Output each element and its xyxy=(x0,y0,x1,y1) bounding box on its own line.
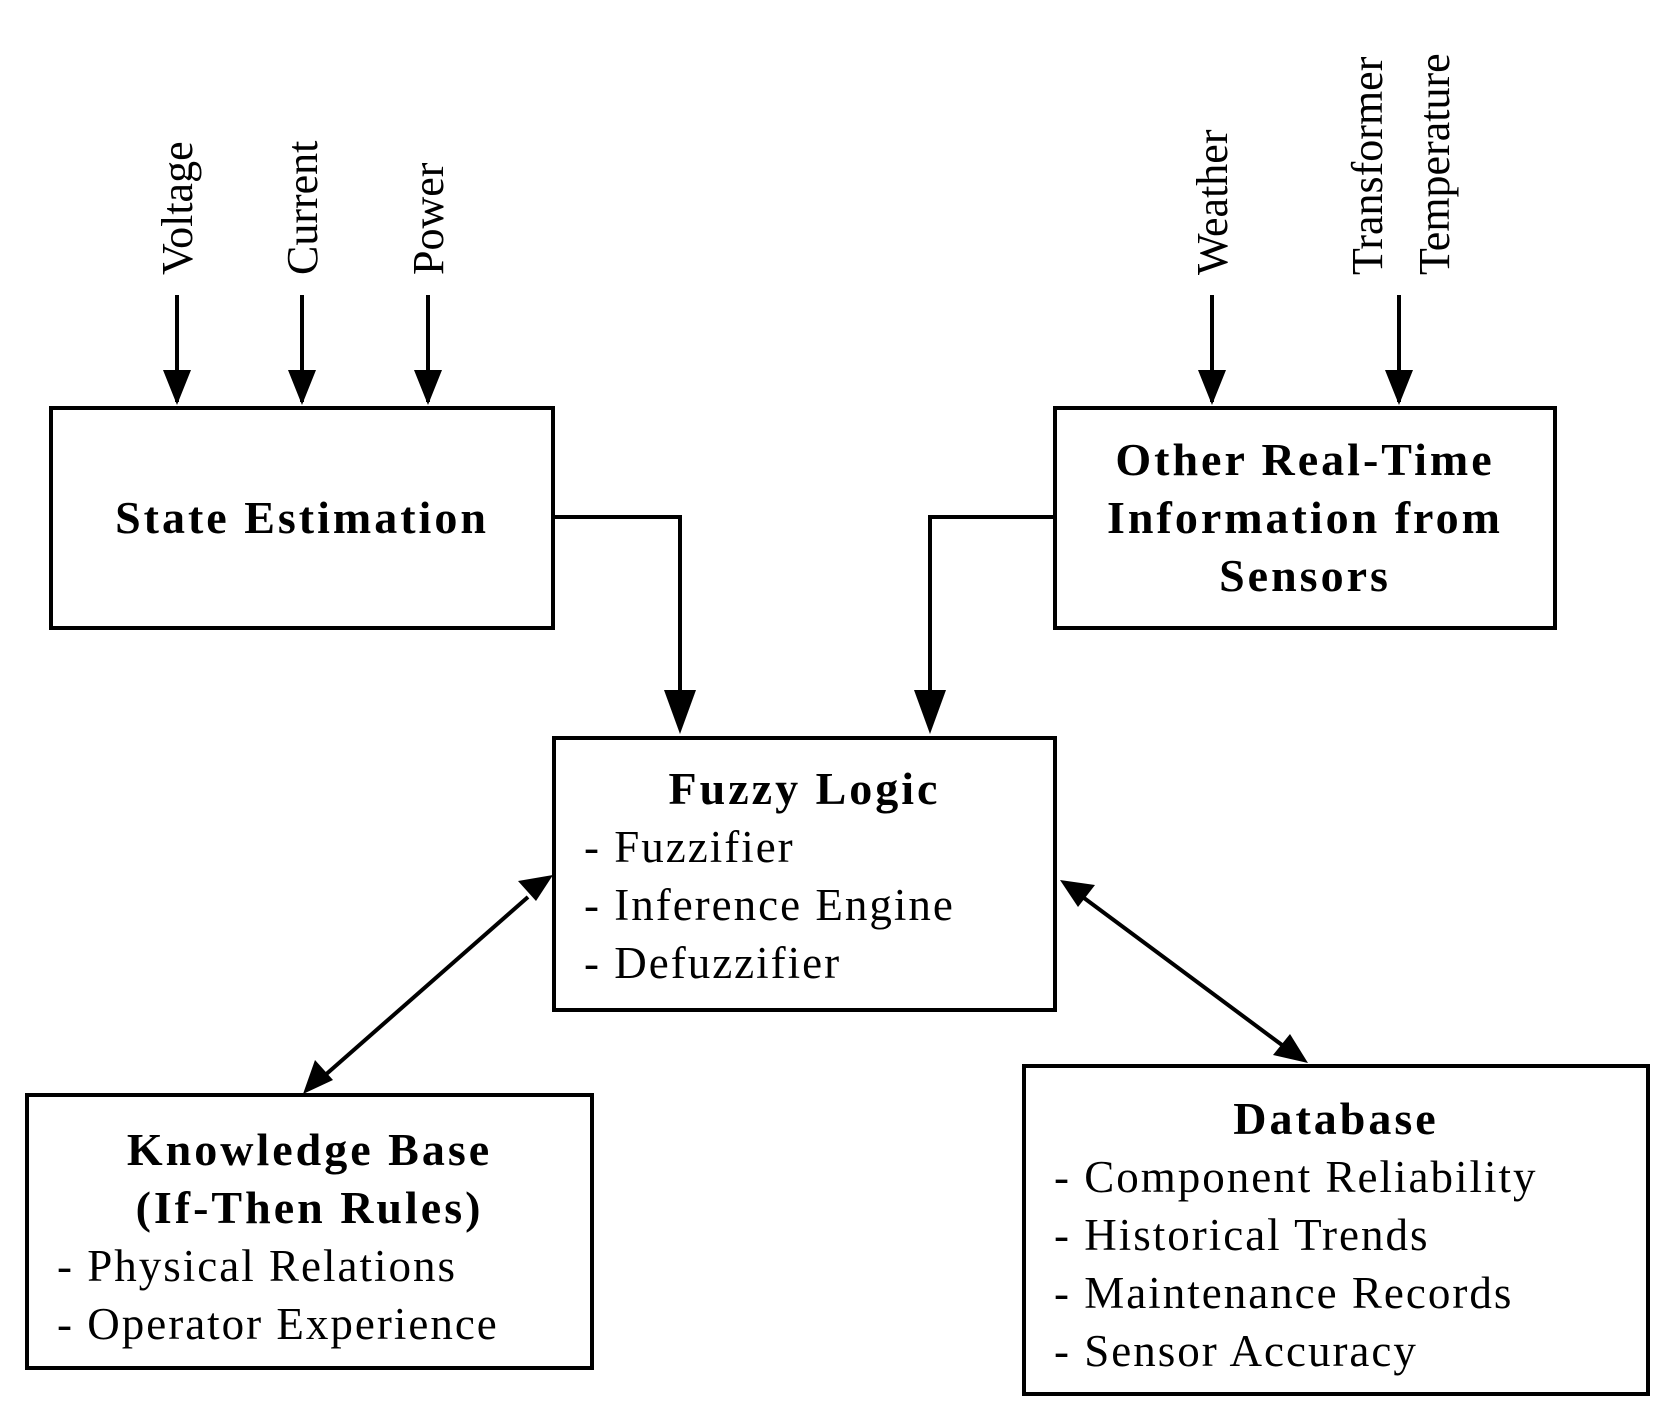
database-box: Database - Component Reliability - Histo… xyxy=(1022,1064,1650,1396)
state-to-fuzzy-arrowhead xyxy=(664,690,696,734)
state-to-fuzzy-connector xyxy=(553,515,682,704)
sensors-title-line-1: Other Real-Time xyxy=(1115,434,1495,485)
knowledge-base-box: Knowledge Base (If-Then Rules) - Physica… xyxy=(25,1093,594,1370)
input-label-temperature: Temperature xyxy=(1410,53,1459,275)
fuzzy-logic-item-inference-engine: - Inference Engine xyxy=(584,880,955,930)
knowledge-base-title-line-2: (If-Then Rules) xyxy=(135,1182,484,1233)
fuzzy-logic-title: Fuzzy Logic xyxy=(668,763,941,814)
fuzzy-knowledge-arrowhead-top xyxy=(518,875,553,901)
database-item-maintenance-records: - Maintenance Records xyxy=(1054,1268,1514,1318)
current-arrowhead xyxy=(288,370,316,405)
knowledge-base-item-operator-experience: - Operator Experience xyxy=(57,1299,499,1349)
power-arrowhead xyxy=(414,370,442,405)
database-item-component-reliability: - Component Reliability xyxy=(1054,1152,1538,1202)
sensors-to-fuzzy-arrowhead xyxy=(914,690,946,734)
fuzzy-knowledge-arrowhead-bottom xyxy=(303,1060,333,1094)
fuzzy-logic-item-defuzzifier: - Defuzzifier xyxy=(584,938,842,988)
database-item-historical-trends: - Historical Trends xyxy=(1054,1210,1430,1260)
sensors-to-fuzzy-connector xyxy=(928,515,1055,704)
fuzzy-logic-item-fuzzifier: - Fuzzifier xyxy=(584,822,795,872)
transformer-temperature-arrowhead xyxy=(1385,370,1413,405)
sensors-title-line-3: Sensors xyxy=(1219,550,1391,601)
input-label-weather: Weather xyxy=(1188,129,1237,275)
fuzzy-knowledge-connector xyxy=(321,895,530,1079)
fuzzy-database-connector xyxy=(1078,893,1284,1047)
input-label-voltage: Voltage xyxy=(153,141,202,275)
fuzzy-logic-box: Fuzzy Logic - Fuzzifier - Inference Engi… xyxy=(552,736,1057,1012)
sensors-title-line-2: Information from xyxy=(1107,492,1503,543)
input-label-transformer: Transformer xyxy=(1343,56,1392,275)
voltage-arrowhead xyxy=(163,370,191,405)
knowledge-base-item-physical-relations: - Physical Relations xyxy=(57,1241,457,1291)
sensors-box: Other Real-Time Information from Sensors xyxy=(1053,406,1557,630)
state-estimation-box: State Estimation xyxy=(49,406,555,630)
fuzzy-database-arrowhead-top xyxy=(1060,880,1095,907)
state-estimation-title: State Estimation xyxy=(115,492,489,543)
database-title: Database xyxy=(1233,1093,1439,1144)
input-label-current: Current xyxy=(278,140,327,275)
database-item-sensor-accuracy: - Sensor Accuracy xyxy=(1054,1326,1418,1376)
fuzzy-database-arrowhead-bottom xyxy=(1273,1034,1308,1063)
knowledge-base-title-line-1: Knowledge Base xyxy=(126,1124,493,1175)
input-label-power: Power xyxy=(404,162,453,275)
weather-arrowhead xyxy=(1198,370,1226,405)
